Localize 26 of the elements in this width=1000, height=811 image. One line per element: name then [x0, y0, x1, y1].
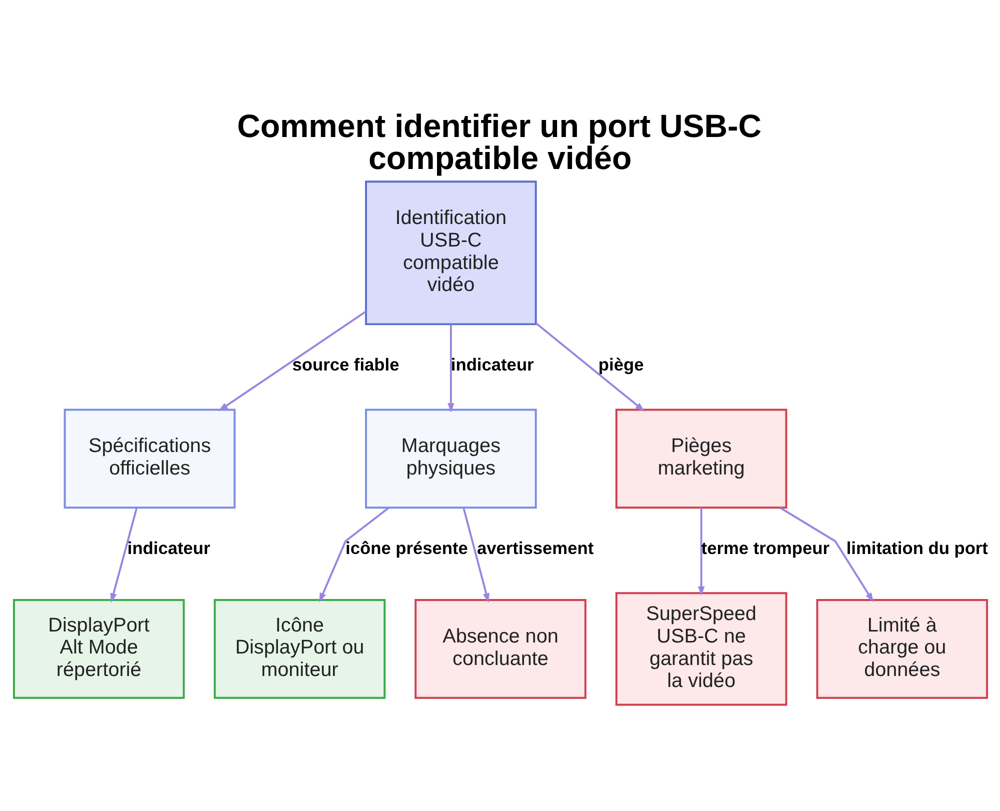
node-box: Pièges marketing	[614, 408, 787, 508]
node-box: Limité à charge ou données	[816, 598, 988, 698]
edge-label: indicateur	[126, 537, 210, 558]
arrow	[462, 507, 489, 602]
arrow	[110, 507, 138, 602]
edge-label: source fiable	[292, 354, 399, 374]
edge-label: indicateur	[450, 354, 534, 374]
edge-label: icône présente	[345, 537, 468, 558]
node-box: Absence non concluante	[414, 598, 586, 698]
arrow	[218, 310, 366, 411]
node-box: Marquages physiques	[364, 408, 536, 508]
edge-label: piège	[598, 354, 644, 374]
edge-label: avertissement	[476, 537, 594, 558]
arrow	[534, 322, 644, 412]
edge-label: limitation du port	[846, 537, 988, 558]
node-box: Icône DisplayPort ou moniteur	[213, 598, 386, 698]
arrow	[447, 324, 454, 412]
node-box: SuperSpeed USB-C ne garantit pas la vidéo	[614, 592, 787, 706]
arrow	[318, 506, 388, 602]
arrow	[697, 507, 704, 596]
diagram-title: Comment identifier un port USB-C compatible vidéo	[236, 107, 762, 176]
edge-label: terme trompeur	[700, 537, 829, 558]
node-box: DisplayPort Alt Mode répertorié	[12, 598, 184, 698]
arrow	[779, 506, 874, 602]
node-box: Spécifications officielles	[63, 408, 236, 508]
node-box: Identification USB-C compatible vidéo	[364, 180, 536, 325]
